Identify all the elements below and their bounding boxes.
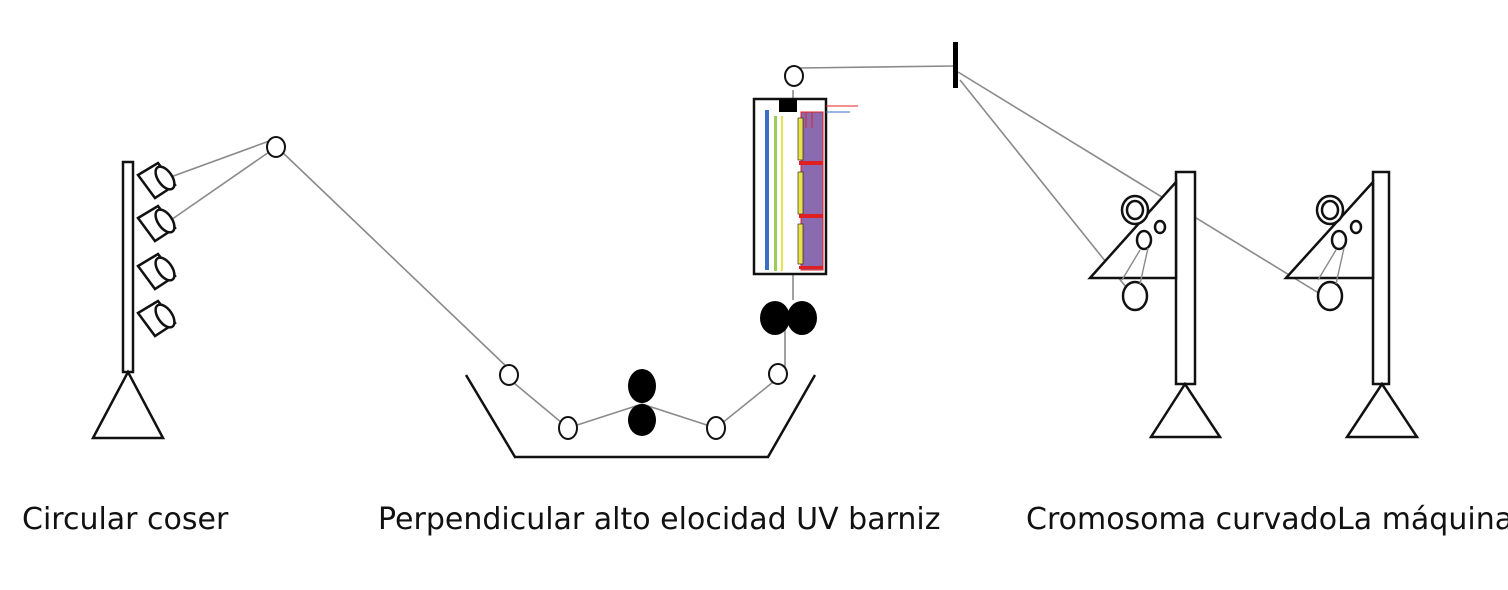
caption-uv-varnish: Perpendicular alto elocidad UV barniz	[378, 502, 941, 537]
bobbin-1	[136, 161, 177, 200]
tension-bar	[953, 42, 958, 88]
caption-circular-coser: Circular coser	[22, 502, 229, 537]
trough-rollers	[499, 363, 788, 440]
varnish-trough	[464, 374, 817, 459]
winder-2	[1283, 170, 1420, 439]
caption-winding-machine: Cromosoma curvadoLa máquina	[1026, 502, 1508, 537]
bobbin-2	[136, 204, 177, 243]
guide-roller-left	[266, 136, 286, 158]
uv-oven	[752, 97, 858, 276]
bobbin-4	[136, 299, 177, 338]
creel-stand	[90, 160, 177, 440]
guide-roller-top	[784, 65, 804, 87]
winder-1	[1087, 170, 1223, 439]
winder-threads	[1121, 247, 1345, 285]
bobbin-3	[136, 252, 177, 291]
squeeze-rollers	[628, 301, 817, 436]
